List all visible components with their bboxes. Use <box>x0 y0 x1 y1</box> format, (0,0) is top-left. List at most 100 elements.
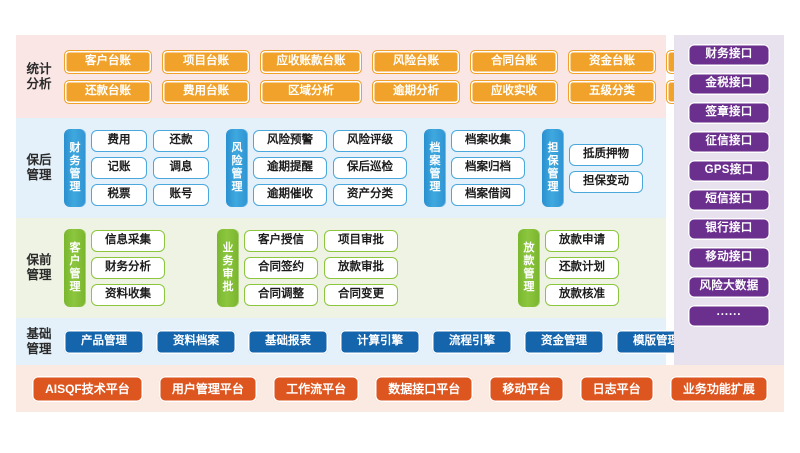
section-post-loan-title: 保后 管理 <box>26 153 52 182</box>
base-item-workflow-engine[interactable]: 流程引擎 <box>432 329 512 354</box>
module-customer-management: 客户 管理 信息采集 财务分析 资料收集 <box>64 229 165 307</box>
chip-account-number[interactable]: 账号 <box>153 184 209 206</box>
stat-item-fund-ledger[interactable]: 资金台账 <box>568 49 656 74</box>
chip-post-loan-inspection[interactable]: 保后巡检 <box>333 157 407 179</box>
platform-item-data-interface[interactable]: 数据接口平台 <box>375 375 474 402</box>
base-item-basic-report[interactable]: 基础报表 <box>248 329 328 354</box>
chip-risk-warning[interactable]: 风险预警 <box>253 130 327 152</box>
section-post-loan-body: 财务 管理 费用 记账 税票 还款 调息 账号 <box>62 118 666 218</box>
chip-overdue-collection[interactable]: 逾期催收 <box>253 184 327 206</box>
section-pre-loan-title: 保前 管理 <box>26 253 52 282</box>
chip-rate-adjust[interactable]: 调息 <box>153 157 209 179</box>
interface-item-bank[interactable]: 银行接口 <box>688 218 770 240</box>
module-finance-chips: 费用 记账 税票 还款 调息 账号 <box>91 130 209 206</box>
interface-item-signature[interactable]: 签章接口 <box>688 102 770 124</box>
module-tab-risk[interactable]: 风险 管理 <box>226 129 248 207</box>
interface-item-sms[interactable]: 短信接口 <box>688 189 770 211</box>
chip-repayment[interactable]: 还款 <box>153 130 209 152</box>
module-finance-col-2: 还款 调息 账号 <box>153 130 209 206</box>
module-tab-archive[interactable]: 档案 管理 <box>424 129 446 207</box>
platform-item-workflow[interactable]: 工作流平台 <box>273 375 360 402</box>
stat-item-customer-ledger[interactable]: 客户台账 <box>64 49 152 74</box>
section-base-management-body: 产品管理 资料档案 基础报表 计算引擎 流程引擎 资金管理 模版管理 <box>62 318 696 365</box>
platform-item-user-management[interactable]: 用户管理平台 <box>158 375 257 402</box>
stat-item-overdue-analysis[interactable]: 逾期分析 <box>372 79 460 104</box>
module-tab-guarantee[interactable]: 担保 管理 <box>542 129 564 207</box>
interface-item-finance[interactable]: 财务接口 <box>688 44 770 66</box>
module-risk-col-2: 风险评级 保后巡检 资产分类 <box>333 130 407 206</box>
chip-archive-collect[interactable]: 档案收集 <box>451 130 525 152</box>
base-item-calc-engine[interactable]: 计算引擎 <box>340 329 420 354</box>
section-pre-loan-body: 客户 管理 信息采集 财务分析 资料收集 业务 审批 客户授信 <box>62 218 666 318</box>
chip-loan-application[interactable]: 放款申请 <box>545 230 619 252</box>
base-item-fund-management[interactable]: 资金管理 <box>524 329 604 354</box>
chip-overdue-reminder[interactable]: 逾期提醒 <box>253 157 327 179</box>
module-customer-col-1: 信息采集 财务分析 资料收集 <box>91 230 165 306</box>
module-tab-business-approval[interactable]: 业务 审批 <box>217 229 239 307</box>
base-items-row: 产品管理 资料档案 基础报表 计算引擎 流程引擎 资金管理 模版管理 <box>64 329 696 354</box>
platform-band: AISQF技术平台 用户管理平台 工作流平台 数据接口平台 移动平台 日志平台 … <box>16 365 784 412</box>
statistics-row-2: 还款台账 费用台账 区域分析 逾期分析 应收实收 五级分类 资产证券化台账 <box>64 79 754 104</box>
interface-item-golden-tax[interactable]: 金税接口 <box>688 73 770 95</box>
chip-project-approval[interactable]: 项目审批 <box>324 230 398 252</box>
chip-info-collection[interactable]: 信息采集 <box>91 230 165 252</box>
interface-item-risk-bigdata[interactable]: 风险大数据 <box>688 276 770 298</box>
chip-loan-verification[interactable]: 放款核准 <box>545 284 619 306</box>
chip-risk-rating[interactable]: 风险评级 <box>333 130 407 152</box>
chip-contract-change[interactable]: 合同变更 <box>324 284 398 306</box>
base-item-document-archive[interactable]: 资料档案 <box>156 329 236 354</box>
platform-item-aisqf-tech[interactable]: AISQF技术平台 <box>32 375 143 402</box>
interface-item-credit-report[interactable]: 征信接口 <box>688 131 770 153</box>
statistics-grid: 客户台账 项目台账 应收账款台账 风险台账 合同台账 资金台账 档案台账 还款台… <box>64 49 754 104</box>
base-item-product-management[interactable]: 产品管理 <box>64 329 144 354</box>
module-risk-chips: 风险预警 逾期提醒 逾期催收 风险评级 保后巡检 资产分类 <box>253 130 407 206</box>
interface-column: 财务接口 金税接口 签章接口 征信接口 GPS接口 短信接口 银行接口 移动接口… <box>674 35 784 365</box>
module-guarantee-chips: 抵质押物 担保变动 <box>569 143 643 193</box>
module-disbursement-chips: 放款申请 还款计划 放款核准 <box>545 230 619 306</box>
chip-guarantee-change[interactable]: 担保变动 <box>569 170 643 193</box>
chip-loan-approval[interactable]: 放款审批 <box>324 257 398 279</box>
chip-expense[interactable]: 费用 <box>91 130 147 152</box>
stat-item-region-analysis[interactable]: 区域分析 <box>260 79 362 104</box>
module-business-approval-chips: 客户授信 合同签约 合同调整 项目审批 放款审批 合同变更 <box>244 230 398 306</box>
chip-customer-credit[interactable]: 客户授信 <box>244 230 318 252</box>
platform-item-business-extension[interactable]: 业务功能扩展 <box>669 375 768 402</box>
chip-contract-adjust[interactable]: 合同调整 <box>244 284 318 306</box>
module-tab-customer[interactable]: 客户 管理 <box>64 229 86 307</box>
module-finance-management: 财务 管理 费用 记账 税票 还款 调息 账号 <box>64 129 209 207</box>
module-risk-col-1: 风险预警 逾期提醒 逾期催收 <box>253 130 327 206</box>
interface-item-more[interactable]: ······ <box>688 305 770 327</box>
stat-item-risk-ledger[interactable]: 风险台账 <box>372 49 460 74</box>
chip-tax-invoice[interactable]: 税票 <box>91 184 147 206</box>
module-tab-finance[interactable]: 财务 管理 <box>64 129 86 207</box>
chip-archive-filing[interactable]: 档案归档 <box>451 157 525 179</box>
module-risk-management: 风险 管理 风险预警 逾期提醒 逾期催收 风险评级 保后巡检 资产分类 <box>226 129 407 207</box>
chip-document-collection[interactable]: 资料收集 <box>91 284 165 306</box>
interface-item-gps[interactable]: GPS接口 <box>688 160 770 182</box>
chip-archive-borrow[interactable]: 档案借阅 <box>451 184 525 206</box>
stat-item-contract-ledger[interactable]: 合同台账 <box>470 49 558 74</box>
chip-asset-classification[interactable]: 资产分类 <box>333 184 407 206</box>
stat-item-receivable-ledger[interactable]: 应收账款台账 <box>260 49 362 74</box>
main-architecture-column: 统计 分析 客户台账 项目台账 应收账款台账 风险台账 合同台账 资金台账 档案… <box>16 35 754 365</box>
stat-item-five-level-class[interactable]: 五级分类 <box>568 79 656 104</box>
stat-item-receivable-actual[interactable]: 应收实收 <box>470 79 558 104</box>
module-tab-disbursement[interactable]: 放款 管理 <box>518 229 540 307</box>
module-disbursement-col-1: 放款申请 还款计划 放款核准 <box>545 230 619 306</box>
module-business-approval: 业务 审批 客户授信 合同签约 合同调整 项目审批 放款审批 合同变更 <box>217 229 398 307</box>
stat-item-project-ledger[interactable]: 项目台账 <box>162 49 250 74</box>
chip-collateral[interactable]: 抵质押物 <box>569 143 643 166</box>
platform-item-log[interactable]: 日志平台 <box>579 375 654 402</box>
section-statistics-title: 统计 分析 <box>26 61 52 91</box>
module-customer-chips: 信息采集 财务分析 资料收集 <box>91 230 165 306</box>
stat-item-repayment-ledger[interactable]: 还款台账 <box>64 79 152 104</box>
chip-financial-analysis[interactable]: 财务分析 <box>91 257 165 279</box>
chip-repayment-plan[interactable]: 还款计划 <box>545 257 619 279</box>
chip-contract-signing[interactable]: 合同签约 <box>244 257 318 279</box>
chip-bookkeeping[interactable]: 记账 <box>91 157 147 179</box>
interface-item-mobile[interactable]: 移动接口 <box>688 247 770 269</box>
stat-item-expense-ledger[interactable]: 费用台账 <box>162 79 250 104</box>
statistics-row-1: 客户台账 项目台账 应收账款台账 风险台账 合同台账 资金台账 档案台账 <box>64 49 754 74</box>
platform-item-mobile[interactable]: 移动平台 <box>489 375 564 402</box>
